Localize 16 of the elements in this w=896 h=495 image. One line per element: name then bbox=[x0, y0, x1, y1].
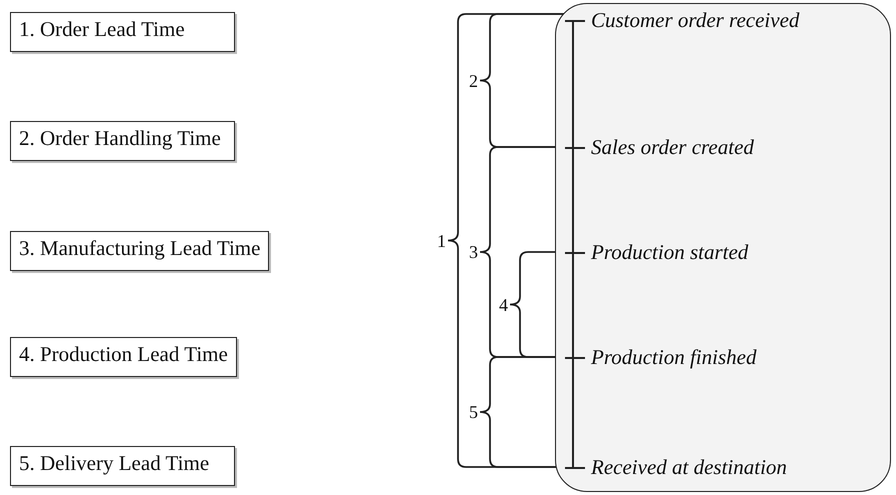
brace-number: 2 bbox=[469, 70, 478, 90]
event-label: Sales order created bbox=[591, 135, 754, 159]
event-label: Production started bbox=[591, 240, 748, 264]
event-label: Production finished bbox=[591, 345, 756, 369]
term-box: 4. Production Lead Time bbox=[10, 337, 237, 377]
term-box: 5. Delivery Lead Time bbox=[10, 446, 235, 486]
term-box: 1. Order Lead Time bbox=[10, 12, 235, 52]
timeline-panel bbox=[555, 3, 891, 492]
event-label: Customer order received bbox=[591, 8, 800, 32]
brace-number: 1 bbox=[437, 230, 446, 250]
term-box: 3. Manufacturing Lead Time bbox=[10, 231, 270, 271]
term-box: 2. Order Handling Time bbox=[10, 121, 235, 161]
brace-number: 4 bbox=[499, 294, 508, 314]
brace-number: 5 bbox=[469, 402, 478, 422]
event-label: Received at destination bbox=[591, 455, 787, 479]
brace-number: 3 bbox=[469, 242, 478, 262]
